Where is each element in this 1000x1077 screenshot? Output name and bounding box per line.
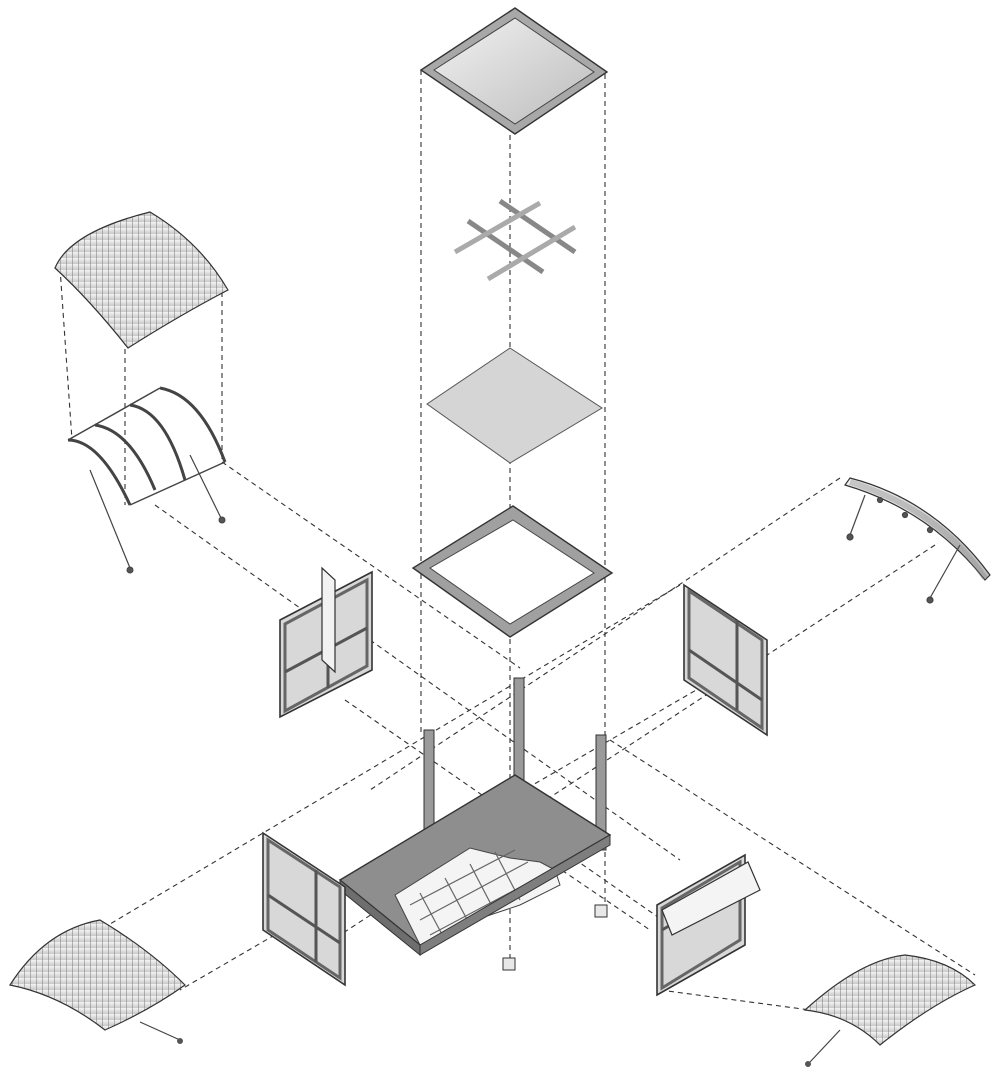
roof-ring-frame <box>411 505 614 638</box>
wall-panel-door <box>279 566 373 719</box>
floor-base <box>338 774 612 957</box>
foot-blocks <box>502 904 608 971</box>
assembly-guide-lines <box>59 70 976 1011</box>
roof-panel-frame <box>419 7 609 135</box>
roof-glass-sheet <box>426 347 603 464</box>
wall-panel-right <box>683 583 768 737</box>
canopy-right <box>844 477 991 604</box>
canopy-front-right <box>803 954 977 1067</box>
canopy-top-left <box>54 211 229 349</box>
wall-panel-front-left <box>262 831 346 987</box>
wall-panel-window-front-right <box>656 853 761 997</box>
canopy-frame-top-left <box>67 386 227 574</box>
roof-grid-beams <box>453 198 577 282</box>
canopy-front-left <box>9 919 186 1044</box>
